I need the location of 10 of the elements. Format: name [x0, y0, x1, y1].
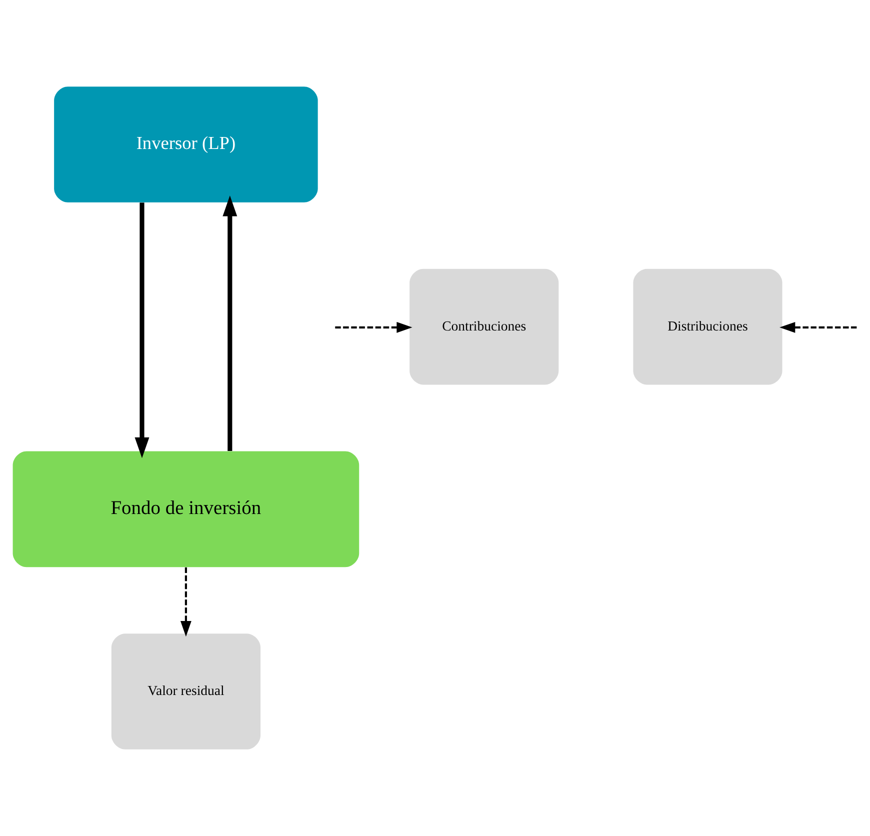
arrow: [222, 196, 238, 451]
arrow: [780, 322, 857, 333]
node-box: Inversor (LP): [54, 86, 318, 202]
node-box: Valor residual: [111, 634, 260, 750]
node-box: Contribuciones: [410, 268, 559, 385]
arrow: [335, 322, 412, 333]
arrow: [180, 567, 192, 637]
arrow: [134, 202, 150, 458]
node-box: Distribuciones: [633, 268, 782, 385]
node-box: Fondo de inversión: [12, 451, 360, 568]
